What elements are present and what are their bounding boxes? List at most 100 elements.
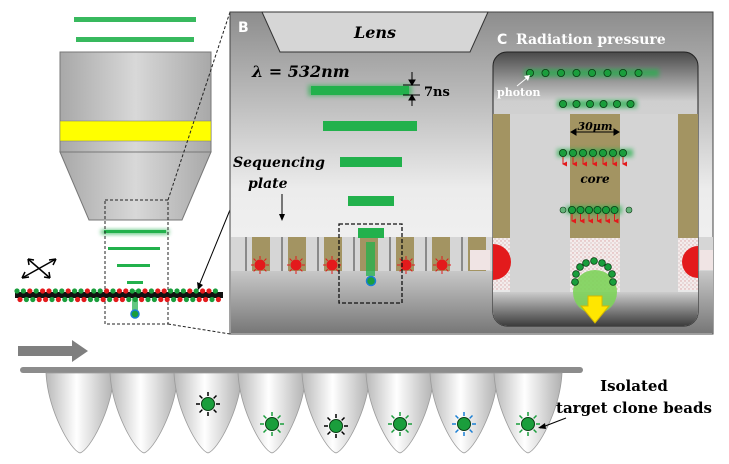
well-divider: [245, 237, 247, 271]
plate-bead: [78, 288, 84, 294]
bead-ray: [435, 268, 439, 272]
ejected-bead-arrow-icon: [579, 295, 611, 324]
plate-bead: [193, 288, 199, 294]
bead-ray: [198, 394, 203, 399]
bead-ray: [326, 416, 331, 421]
photon: [634, 69, 643, 78]
bead-ray: [253, 258, 257, 262]
plate-label-line1: Sequencing: [233, 155, 325, 171]
photon: [559, 206, 567, 214]
plate-bead: [91, 288, 97, 294]
red-bead-left-c: [493, 244, 511, 280]
bead-ray: [454, 429, 459, 434]
plate-bead: [110, 288, 116, 294]
plate-bead: [68, 296, 74, 303]
ejection-glow: [573, 270, 617, 314]
plate-bead: [151, 296, 157, 303]
plate-bead: [129, 288, 135, 294]
plate-bead: [104, 288, 110, 294]
isolated-bead: [265, 417, 279, 431]
well-matrix: [700, 250, 713, 270]
well-divider: [281, 237, 283, 271]
isolated-bead: [393, 417, 407, 431]
bead-ray: [469, 429, 474, 434]
photon: [557, 69, 566, 78]
objective-assembly: [59, 17, 212, 221]
wavelength-label: λ = 532nm: [251, 62, 350, 81]
direction-arrow-icon: [18, 340, 88, 362]
bead-ray: [390, 414, 395, 419]
collection-tube: [45, 372, 115, 454]
laser-pulses: [308, 85, 417, 276]
bead-ray: [299, 268, 303, 272]
well-divider: [389, 237, 391, 271]
photon: [626, 100, 635, 109]
plate-bead: [84, 288, 90, 294]
panel-c: C Radiation pressure photon 30μm core: [492, 32, 699, 327]
bead-ray: [289, 258, 293, 262]
plate-bead: [196, 296, 202, 303]
plate-bead: [33, 288, 39, 294]
well-wall-left: [493, 114, 510, 238]
bottom-label-line2: target clone beads: [556, 399, 712, 417]
core-label: core: [580, 172, 610, 186]
photon: [588, 69, 597, 78]
target-bead-b: [365, 275, 377, 287]
photon: [572, 270, 580, 278]
plate-bead: [190, 296, 196, 303]
bead-ray: [213, 409, 218, 414]
plate-bead: [87, 296, 93, 303]
red-bead: [326, 259, 338, 271]
panel-b-zoom-box: [338, 223, 403, 304]
plate-bead: [145, 296, 151, 303]
bead-ray: [454, 414, 459, 419]
photon: [568, 205, 577, 214]
bead-ray: [445, 258, 449, 262]
bead-ray: [277, 429, 282, 434]
bead-ray: [263, 268, 267, 272]
plate-bead: [174, 288, 180, 294]
photon-label: photon: [497, 86, 540, 99]
plate-bead: [17, 296, 23, 303]
plate-bead: [183, 296, 189, 303]
plate-bead: [200, 288, 206, 294]
plate-bead: [161, 288, 167, 294]
photon: [559, 148, 568, 157]
tube-rack-bar: [20, 367, 583, 373]
bead-ray: [445, 268, 449, 272]
bead-ray: [409, 258, 413, 262]
photon-glow: [557, 100, 637, 108]
plate-bead: [171, 296, 177, 303]
bead-ray: [253, 268, 257, 272]
plate-bead: [177, 296, 183, 303]
isolated-bead: [457, 417, 471, 431]
left-plate-strip: [14, 288, 223, 303]
photon: [572, 100, 581, 109]
photon: [613, 100, 622, 109]
collection-tube: [301, 372, 371, 454]
photon: [610, 205, 619, 214]
plate-bead: [40, 288, 46, 294]
plate-bead: [49, 296, 55, 303]
bead-ray: [405, 414, 410, 419]
photon: [599, 100, 608, 109]
bead-ray: [198, 409, 203, 414]
bead-ray: [533, 414, 538, 419]
core-width-label: 30μm: [578, 120, 613, 133]
plate-bead: [59, 288, 65, 294]
photon: [526, 69, 535, 78]
plate-bead: [46, 288, 52, 294]
photon: [593, 205, 602, 214]
plate-bead: [155, 288, 161, 294]
pulse-duration-label: 7ns: [424, 85, 450, 100]
left-zoom-box: [104, 199, 169, 325]
photon: [579, 148, 588, 157]
photon: [572, 69, 581, 78]
plate-bead: [113, 296, 119, 303]
plate-bead: [62, 296, 68, 303]
bead-ray: [335, 258, 339, 262]
plate-bead: [116, 288, 122, 294]
bead-ray: [213, 394, 218, 399]
photon: [569, 148, 578, 157]
